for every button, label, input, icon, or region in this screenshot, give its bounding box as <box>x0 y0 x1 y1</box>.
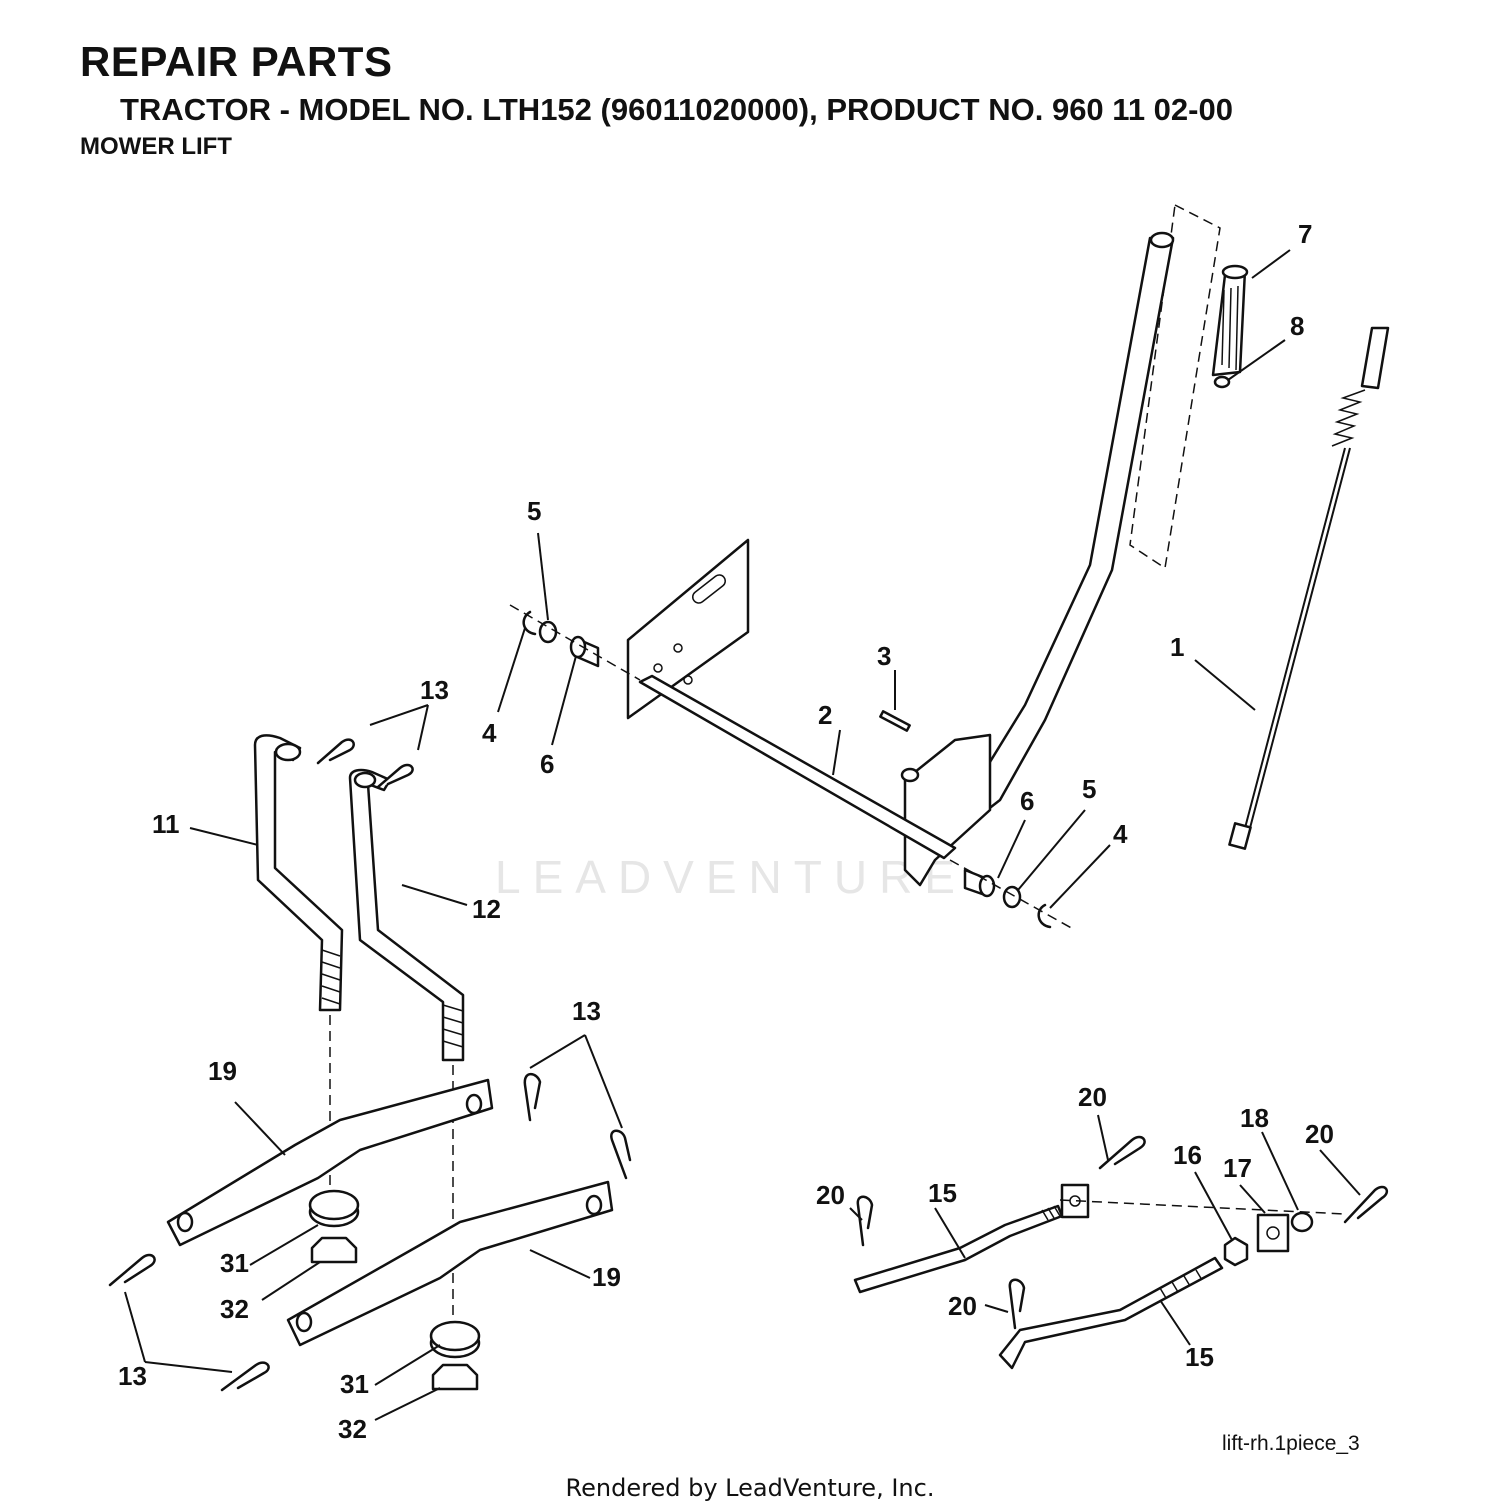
callout-20-right: 20 <box>1305 1119 1334 1149</box>
callout-2: 2 <box>818 700 832 730</box>
callout-4-right: 4 <box>1113 819 1128 849</box>
e-ring-right <box>1037 903 1052 929</box>
lift-arm-lower <box>286 1180 614 1347</box>
jam-nut <box>1223 1236 1249 1267</box>
callout-13-bottom: 13 <box>118 1361 147 1391</box>
model-subtitle: TRACTOR - MODEL NO. LTH152 (96011020000)… <box>120 92 1233 127</box>
hairpin-clip-4 <box>610 1129 632 1180</box>
callout-19-upper: 19 <box>208 1056 237 1086</box>
hairpin-clip-9 <box>856 1195 874 1247</box>
hairpin-clip-7 <box>1098 1135 1146 1170</box>
drawing-reference: lift-rh.1piece_3 <box>1222 1432 1360 1455</box>
callout-32-lower: 32 <box>338 1414 367 1444</box>
callout-3: 3 <box>877 641 891 671</box>
callout-8: 8 <box>1290 311 1304 341</box>
lift-link-left <box>253 734 344 1012</box>
handle-grip-area-outline <box>1129 203 1221 570</box>
trunnion-bushing <box>1290 1211 1314 1233</box>
callout-7: 7 <box>1298 219 1312 249</box>
callout-31-upper: 31 <box>220 1248 249 1278</box>
hairpin-clip-10 <box>1008 1278 1026 1330</box>
callout-11: 11 <box>152 809 180 839</box>
callout-16: 16 <box>1173 1140 1202 1170</box>
lift-plate <box>626 538 750 720</box>
assembly-axis-right <box>949 859 1076 931</box>
callout-5-right: 5 <box>1082 774 1096 804</box>
lift-link-right <box>348 768 465 1062</box>
trunnion-lower <box>1256 1213 1290 1253</box>
roll-pin <box>879 710 911 732</box>
hairpin-clip-5 <box>108 1253 156 1287</box>
lift-arm-upper <box>166 1078 494 1247</box>
leader-lines <box>124 249 1361 1421</box>
watermark-text: LEADVENTURE <box>495 851 967 903</box>
assist-spring-rod <box>1228 326 1390 850</box>
hex-nut-upper <box>310 1236 358 1264</box>
callout-6-left: 6 <box>540 749 554 779</box>
grip-screw <box>1213 375 1231 389</box>
callout-31-lower: 31 <box>340 1369 369 1399</box>
callout-1: 1 <box>1170 632 1184 662</box>
callout-13-top: 13 <box>420 675 449 705</box>
adjustment-rod-upper <box>853 1183 1090 1294</box>
spacer-bushing-lower <box>429 1320 481 1359</box>
callout-4-left: 4 <box>482 718 497 748</box>
page-title: REPAIR PARTS <box>80 38 393 85</box>
spacer-bushing-upper <box>308 1189 360 1228</box>
rod-axis <box>1059 1199 1346 1215</box>
handle-grip <box>1211 264 1249 377</box>
callout-12: 12 <box>472 894 501 924</box>
callout-32-upper: 32 <box>220 1294 249 1324</box>
hairpin-clip-1 <box>316 738 355 765</box>
callout-20-left: 20 <box>816 1180 845 1210</box>
washer-left <box>538 620 558 644</box>
callout-5-left: 5 <box>527 496 541 526</box>
callout-20-bottom: 20 <box>948 1291 977 1321</box>
section-title: MOWER LIFT <box>80 133 232 160</box>
callout-19-lower: 19 <box>592 1262 621 1292</box>
hairpin-clip-3 <box>523 1072 542 1122</box>
callout-18: 18 <box>1240 1103 1269 1133</box>
hex-nut-lower <box>431 1363 479 1391</box>
washer-right <box>1002 885 1022 909</box>
hairpin-clip-2 <box>376 763 414 789</box>
lift-shaft <box>638 674 957 860</box>
hairpin-clip-8 <box>1343 1185 1389 1224</box>
callout-13-right: 13 <box>572 996 601 1026</box>
adjustment-rod-lower <box>998 1256 1224 1370</box>
callout-15-upper: 15 <box>928 1178 957 1208</box>
footer-credit: Rendered by LeadVenture, Inc. <box>565 1474 935 1502</box>
callout-6-right: 6 <box>1020 786 1034 816</box>
e-ring-left <box>522 610 537 636</box>
callout-17: 17 <box>1223 1153 1252 1183</box>
bushing-right <box>963 868 996 898</box>
assembly-axis-left <box>509 604 641 681</box>
callout-20-top: 20 <box>1078 1082 1107 1112</box>
callout-15-lower: 15 <box>1185 1342 1214 1372</box>
hairpin-clip-6 <box>220 1361 270 1392</box>
